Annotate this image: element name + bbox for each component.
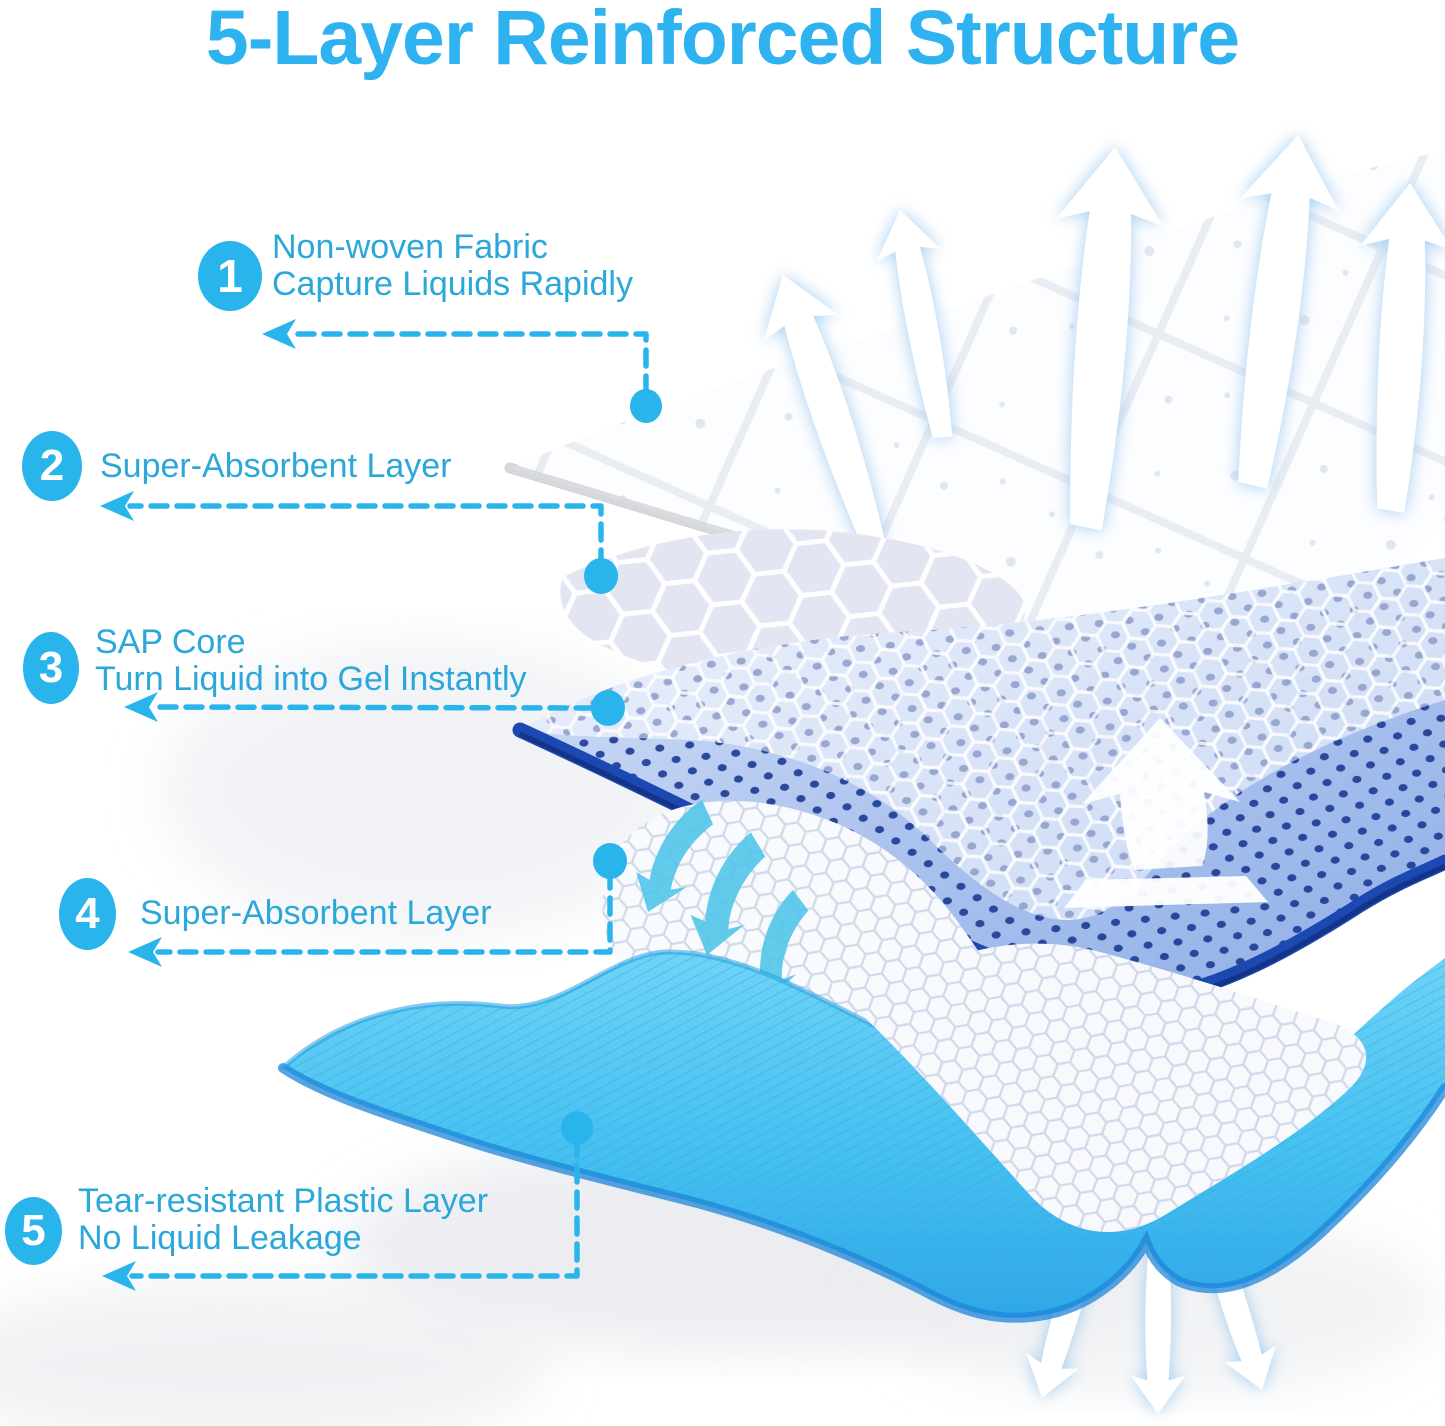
absorbent-layer-bottom-front [855, 943, 1367, 1233]
badge-number-5: 5 [21, 1206, 46, 1255]
callout-5-line-2: No Liquid Leakage [78, 1219, 362, 1257]
callout-4-line-2 [140, 932, 492, 933]
callout-3-line-2: Turn Liquid into Gel Instantly [95, 660, 527, 698]
gel-slab [1064, 876, 1268, 908]
layer-dot-2 [584, 558, 618, 594]
badge-number-3: 3 [38, 643, 64, 692]
gel-up-arrow [1082, 718, 1240, 870]
callout-1-line-1: Non-woven Fabric [272, 228, 548, 266]
connector-arrowheads [100, 319, 296, 1291]
callout-badge-5: 5 [5, 1197, 62, 1265]
callout-1-line-2: Capture Liquids Rapidly [272, 265, 633, 303]
page-title: 5-Layer Reinforced Structure [205, 0, 1240, 81]
badge-number-1: 1 [217, 250, 243, 302]
callout-label-2: Super-Absorbent Layer [100, 448, 452, 486]
connector-dots [561, 389, 662, 1145]
callout-label-3: SAP Core Turn Liquid into Gel Instantly [95, 624, 527, 698]
connector-3 [151, 704, 595, 711]
callout-badge-2: 2 [22, 431, 82, 501]
connector-1 [289, 331, 649, 395]
callout-2-line-1: Super-Absorbent Layer [100, 447, 452, 485]
callout-connectors [127, 331, 649, 1279]
connector-2 [127, 503, 604, 569]
callout-3-line-1: SAP Core [95, 623, 246, 661]
callout-5-line-1: Tear-resistant Plastic Layer [78, 1182, 489, 1220]
layer-dot-4 [593, 843, 627, 879]
connector-5 [129, 1137, 580, 1279]
layer-dot-5 [561, 1111, 593, 1145]
callout-4-line-1: Super-Absorbent Layer [140, 894, 492, 932]
layer-dot-3 [591, 690, 625, 726]
badge-number-4: 4 [75, 889, 100, 938]
callout-2-line-2 [100, 485, 452, 486]
callout-badge-1: 1 [198, 241, 262, 311]
callout-badge-3: 3 [23, 632, 79, 704]
callout-label-1: Non-woven Fabric Capture Liquids Rapidly [272, 229, 633, 303]
callout-label-5: Tear-resistant Plastic Layer No Liquid L… [78, 1183, 488, 1257]
layer-dot-1 [630, 389, 662, 423]
plastic-layer [278, 949, 1445, 1323]
badge-number-2: 2 [39, 441, 65, 490]
callout-label-4: Super-Absorbent Layer [140, 895, 492, 933]
callout-badge-4: 4 [59, 878, 116, 950]
connector-4 [155, 869, 613, 955]
